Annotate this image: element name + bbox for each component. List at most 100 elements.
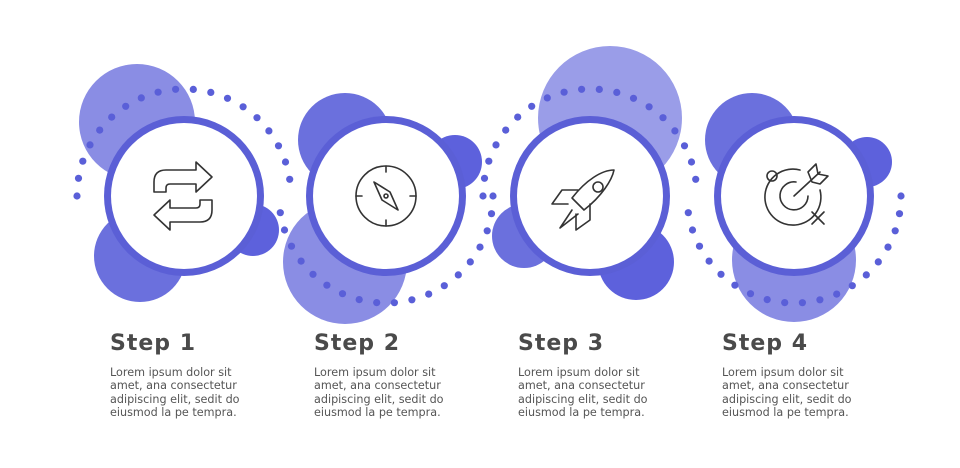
connector-dot [659,114,667,122]
connector-dot [338,290,347,298]
connector-dot [466,258,474,266]
connector-dot [373,299,381,307]
step-1-description: Lorem ipsum dolor sit amet, ana consecte… [110,366,260,419]
step-1-line: adipiscing elit, sedit do [110,392,240,406]
connector-dot [223,94,232,102]
connector-dot [154,88,162,96]
connector-dot [390,299,398,307]
step-3-graphic [492,46,682,300]
connector-dot [891,227,899,235]
connector-dot [746,290,755,298]
connector-dot [688,226,697,234]
step-1-title: Step 1 [110,331,196,356]
connector-dot [265,127,273,135]
compass-icon [355,165,417,227]
connector-dot [629,94,638,102]
connector-dot [763,296,771,304]
connector-dot [798,299,807,307]
step-3-line: amet, ana consectetur [518,379,645,393]
step-4-graphic [705,93,892,322]
step-2-line: eiusmod la pe tempra. [314,405,441,419]
connector-dot [671,127,679,135]
step-4-line: Lorem ipsum dolor sit [722,366,844,379]
connector-dot [897,192,905,200]
connector-dot [137,94,145,102]
connector-dot [323,281,331,289]
step-2-face [313,123,459,269]
step-4-title: Step 4 [722,331,808,356]
refresh-arrows-icon [153,161,213,231]
connector-dot [189,85,197,93]
connector-dot [487,210,496,218]
step-4-text: Step 4 Lorem ipsum dolor sit amet, ana c… [722,330,872,419]
connector-dot [408,296,416,304]
connector-dot [684,209,692,217]
connector-dot [297,257,305,265]
step-3-line: adipiscing elit, sedit do [518,392,648,406]
connector-dot [543,94,551,102]
connector-dot [695,242,704,250]
connector-dot [680,142,689,150]
step-4-line: adipiscing elit, sedit do [722,392,852,406]
connector-dot [492,141,500,149]
connector-dot [816,296,824,304]
connector-dot [560,88,568,96]
step-3-line: eiusmod la pe tempra. [518,405,645,419]
connector-dot [489,192,497,200]
connector-dot [645,103,653,111]
step-1-line: eiusmod la pe tempra. [110,405,237,419]
connector-dot [440,282,448,290]
connector-dot [528,102,536,110]
connector-dot [514,113,522,121]
connector-dot [355,296,363,304]
dotted-connector [73,85,905,307]
connector-dot [309,270,317,278]
connector-dot [274,142,283,150]
step-3-description: Lorem ipsum dolor sit amet, ana consecte… [518,366,668,419]
connector-dot [705,257,713,265]
step-4-line: eiusmod la pe tempra. [722,405,849,419]
connector-dot [287,242,296,250]
step-2-line: Lorem ipsum dolor sit [314,366,436,379]
connector-dot [895,210,904,218]
connector-dot [73,192,81,200]
step-1-text: Step 1 Lorem ipsum dolor sit amet, ana c… [110,330,260,419]
connector-dot [172,85,180,93]
rocket-icon [551,169,615,231]
connector-dot [276,209,284,217]
step-2-line: amet, ana consectetur [314,379,441,393]
connector-dot [280,226,289,234]
connector-dot [253,114,261,122]
step-4-description: Lorem ipsum dolor sit amet, ana consecte… [722,366,872,419]
connector-dot [96,126,104,134]
step-1-graphic [79,64,279,302]
step-2-description: Lorem ipsum dolor sit amet, ana consecte… [314,366,464,419]
connector-dot [502,126,510,134]
connector-dot [122,102,130,110]
connector-dot [281,158,290,166]
connector-dot [207,88,215,96]
connector-dot [480,174,489,182]
step-1-line: amet, ana consectetur [110,379,237,393]
connector-dot [578,85,586,93]
connector-dot [286,175,294,183]
connector-dot [613,88,621,96]
connector-dot [731,281,739,289]
connector-dot [687,158,696,166]
connector-dot [781,299,789,307]
connector-dot [692,175,700,183]
step-3-face [517,123,663,269]
target-arrow-icon [764,163,829,226]
connector-dot [862,271,870,279]
connector-dot [717,270,725,278]
connector-dot [833,290,841,298]
step-1-line: Lorem ipsum dolor sit [110,366,232,379]
step-4-line: amet, ana consectetur [722,379,849,393]
connector-dot [874,258,882,266]
step-2-line: adipiscing elit, sedit do [314,392,444,406]
connector-dot [86,141,94,149]
connector-dot [595,85,603,93]
connector-dot [485,157,493,165]
step-2-title: Step 2 [314,331,400,356]
